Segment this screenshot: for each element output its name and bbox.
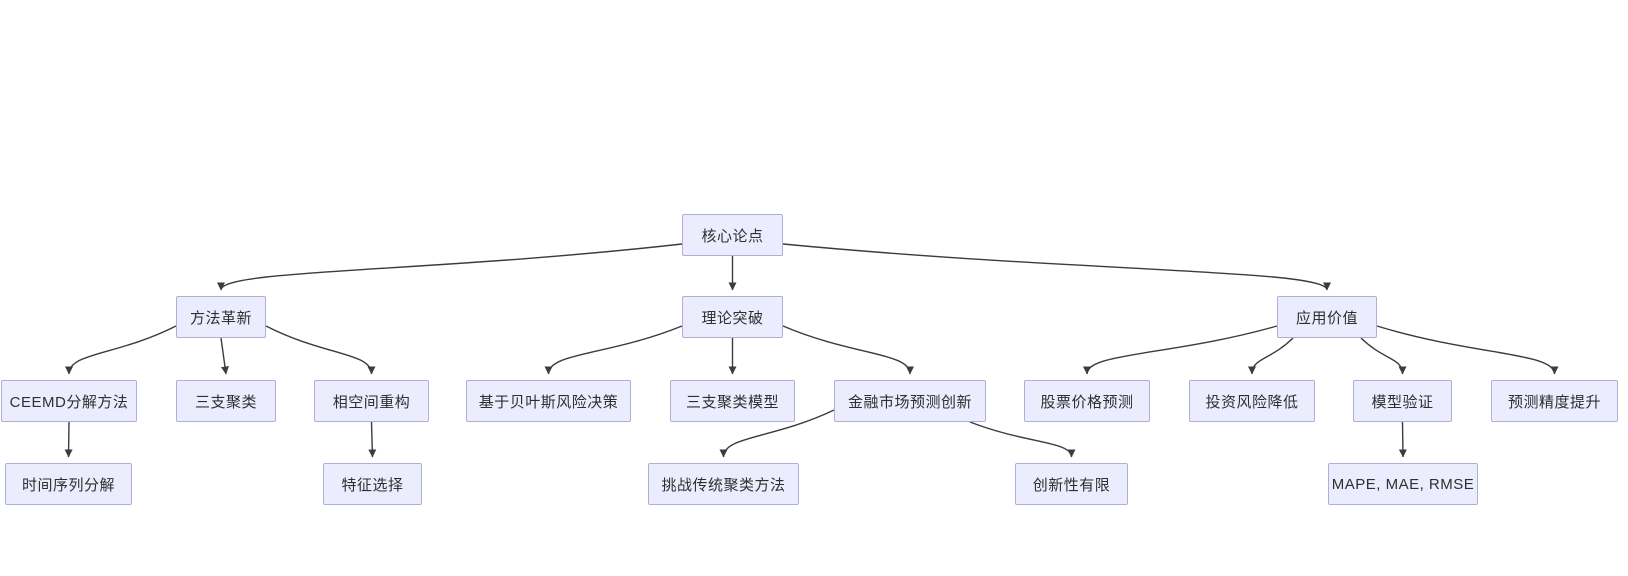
edge-core-thesis-to-method-innovation [217, 243, 683, 291]
edge-application-value-to-model-validation [1360, 337, 1407, 375]
node-core-thesis: 核心论点 [682, 214, 783, 256]
edge-ceemd-method-to-time-series-decomposition [64, 421, 73, 458]
edge-financial-market-prediction-innovation-to-limited-innovation [969, 421, 1076, 458]
node-ceemd-method: CEEMD分解方法 [1, 380, 137, 422]
node-application-value: 应用价值 [1277, 296, 1377, 338]
node-feature-selection: 特征选择 [323, 463, 422, 505]
node-three-way-clustering: 三支聚类 [176, 380, 276, 422]
node-financial-market-prediction-innovation: 金融市场预测创新 [834, 380, 986, 422]
edge-method-innovation-to-ceemd-method [65, 325, 177, 375]
edge-application-value-to-investment-risk-reduction [1248, 337, 1294, 375]
node-method-innovation: 方法革新 [176, 296, 266, 338]
edge-application-value-to-prediction-accuracy-improvement [1376, 325, 1559, 375]
node-stock-price-prediction: 股票价格预测 [1024, 380, 1150, 422]
node-three-way-clustering-model: 三支聚类模型 [670, 380, 795, 422]
edge-method-innovation-to-three-way-clustering [220, 337, 229, 375]
node-theory-breakthrough: 理论突破 [682, 296, 783, 338]
node-bayesian-risk-decision: 基于贝叶斯风险决策 [466, 380, 631, 422]
edge-application-value-to-stock-price-prediction [1083, 325, 1278, 375]
edge-method-innovation-to-phase-space-reconstruction [265, 325, 376, 375]
node-challenge-traditional-clustering: 挑战传统聚类方法 [648, 463, 799, 505]
edge-model-validation-to-mape-mae-rmse [1398, 421, 1407, 458]
node-investment-risk-reduction: 投资风险降低 [1189, 380, 1315, 422]
edge-phase-space-reconstruction-to-feature-selection [368, 421, 377, 458]
node-phase-space-reconstruction: 相空间重构 [314, 380, 429, 422]
node-time-series-decomposition: 时间序列分解 [5, 463, 132, 505]
edge-theory-breakthrough-to-financial-market-prediction-innovation [782, 325, 914, 375]
node-limited-innovation: 创新性有限 [1015, 463, 1128, 505]
node-prediction-accuracy-improvement: 预测精度提升 [1491, 380, 1618, 422]
edge-financial-market-prediction-innovation-to-challenge-traditional-clustering [719, 409, 835, 458]
node-model-validation: 模型验证 [1353, 380, 1452, 422]
edge-theory-breakthrough-to-bayesian-risk-decision [544, 325, 683, 375]
edge-core-thesis-to-application-value [782, 243, 1331, 291]
node-mape-mae-rmse: MAPE, MAE, RMSE [1328, 463, 1478, 505]
